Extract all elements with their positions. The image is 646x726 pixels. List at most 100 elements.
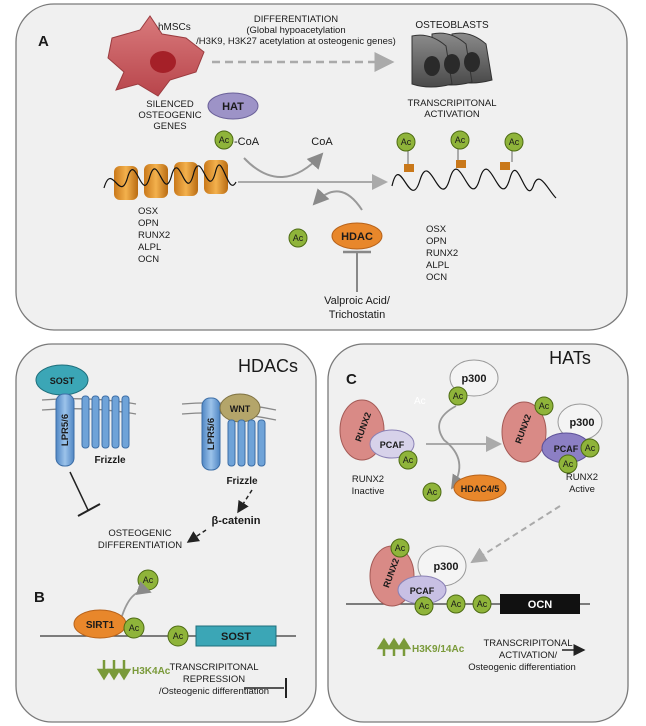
svg-text:Ac: Ac: [403, 455, 414, 465]
acetyl-group-icon: Ac: [446, 594, 466, 614]
inhibit-arrow-left: [69, 471, 89, 511]
activation-line-2: ACTIVATION/: [499, 650, 558, 661]
svg-text:Ac: Ac: [427, 487, 438, 497]
svg-text:Ac: Ac: [143, 575, 154, 585]
transcription-line-1: TRANSCRIPITONAL: [407, 98, 496, 109]
acetyl-group-icon: Ac: [504, 132, 524, 152]
acetyl-group-icon: Ac: [288, 228, 308, 248]
frizzled-receptor-right-icon: [227, 419, 266, 467]
sost-gene-label: SOST: [221, 631, 251, 643]
ocn-gene-box: [500, 594, 580, 614]
hdac-label: HDAC: [341, 231, 373, 243]
runx2-active-line-2: Active: [569, 484, 595, 495]
gene-left-alpl: ALPL: [138, 242, 161, 253]
runx2-active-icon: [501, 401, 547, 463]
panel-b-title: HDACs: [238, 356, 298, 376]
svg-text:Ac: Ac: [509, 137, 520, 147]
osteogenic-line-2: DIFFERENTIATION: [98, 540, 182, 551]
svg-text:Ac: Ac: [451, 599, 462, 609]
acetyl-transfer-arrow: [438, 405, 465, 490]
frizzle-right-label: Frizzle: [226, 476, 258, 487]
lrp-right-label: LPR5/6: [206, 418, 217, 450]
p300-bound-label: p300: [433, 561, 458, 573]
gene-right-ocn: OCN: [426, 272, 447, 283]
svg-text:Ac: Ac: [455, 135, 466, 145]
svg-text:Ac: Ac: [173, 631, 184, 641]
sirt1-label: SIRT1: [86, 620, 115, 631]
acetyl-group-icon: Ac: [123, 617, 145, 639]
pcaf-active-label: PCAF: [554, 444, 579, 454]
decrease-arrows-icon: [96, 660, 132, 681]
activation-line-3: Osteogenic differentiation: [468, 662, 576, 673]
acetyl-group-icon: Ac: [472, 594, 492, 614]
osteogenic-line-1: OSTEOGENIC: [108, 528, 171, 539]
pcaf-inactive-label: PCAF: [380, 440, 405, 450]
gene-left-opn: OPN: [138, 218, 159, 229]
svg-text:Ac: Ac: [539, 401, 550, 411]
p300-protein-icon: [449, 359, 499, 397]
recruitment-arrow: [470, 505, 561, 564]
svg-text:Ac: Ac: [219, 135, 230, 145]
acetylation-arrow: [243, 152, 324, 179]
svg-text:Ac: Ac: [585, 443, 596, 453]
wnt-signal-arrow: [237, 489, 253, 514]
gene-right-alpl: ALPL: [426, 260, 449, 271]
frizzle-left-label: Frizzle: [94, 455, 126, 466]
deacetylation-arrow: [312, 188, 363, 211]
condensed-chromatin-icon: [103, 160, 237, 200]
panel-b-label: B: [34, 589, 45, 606]
hat-enzyme-icon: [207, 92, 259, 120]
inhibitor-line-2: Trichostatin: [329, 309, 385, 321]
faded-ac-label: Ac: [414, 396, 426, 407]
gene-right-runx2: RUNX2: [426, 248, 458, 259]
differentiation-line-1: DIFFERENTIATION: [254, 14, 338, 25]
acetyl-group-icon: Ac: [398, 450, 418, 470]
hdac-enzyme-icon: [331, 222, 383, 250]
wnt-label: WNT: [230, 404, 251, 414]
gene-left-ocn: OCN: [138, 254, 159, 265]
hat-label: HAT: [222, 101, 244, 113]
hmsc-nucleus-icon: [150, 51, 176, 73]
acetyl-group-icon: Ac: [167, 625, 189, 647]
differentiation-line-3: /H3K9, H3K27 acetylation at osteogenic g…: [196, 36, 396, 47]
panel-a: A hMSCs DIFFERENTIATION (Global hypoacet…: [15, 3, 628, 331]
beta-catenin-arrow: [186, 529, 207, 543]
panel-b: HDACs B SOST LPR5/6 Frizzle LPR5/6 WNT F…: [15, 343, 317, 723]
inhibitor-line-1: Valproic Acid/: [324, 295, 391, 307]
repression-line-2: REPRESSION: [183, 674, 245, 685]
coa-label: CoA: [311, 136, 333, 148]
repression-line-3: /Osteogenic differentiation: [159, 686, 269, 697]
acetyl-group-icon: Ac: [448, 386, 468, 406]
runx2-active-line-1: RUNX2: [566, 472, 598, 483]
lrp-left-label: LPR5/6: [60, 414, 71, 446]
transcription-line-2: ACTIVATION: [424, 109, 480, 120]
pcaf-inactive-icon: [369, 429, 415, 459]
osteoblasts-label: OSTEOBLASTS: [415, 20, 489, 31]
acetyl-group-icon: Ac: [534, 396, 554, 416]
svg-text:Ac: Ac: [129, 623, 140, 633]
increase-arrows-icon: [376, 637, 412, 656]
sost-gene-box: [195, 625, 277, 647]
open-chromatin-icon: [391, 148, 557, 199]
gene-left-runx2: RUNX2: [138, 230, 170, 241]
svg-text:Ac: Ac: [477, 599, 488, 609]
p300-active-label: p300: [569, 417, 594, 429]
acetyl-group-icon: Ac: [214, 130, 234, 150]
pcaf-bound-label: PCAF: [410, 586, 435, 596]
acetyl-group-icon: Ac: [137, 569, 159, 591]
differentiation-line-2: (Global hypoacetylation: [246, 25, 345, 36]
svg-text:Ac: Ac: [453, 391, 464, 401]
h3k914ac-label: H3K9/14Ac: [412, 644, 465, 655]
panel-a-label: A: [38, 33, 49, 50]
svg-text:Ac: Ac: [293, 233, 304, 243]
gene-left-osx: OSX: [138, 206, 159, 217]
acetyl-group-icon: Ac: [390, 538, 410, 558]
acetyl-group-icon: Ac: [414, 596, 434, 616]
osteoblast-cells-icon: [411, 32, 493, 88]
lrp-receptor-left-icon: [55, 393, 75, 467]
acetyl-group-icon: Ac: [396, 132, 416, 152]
svg-text:Ac: Ac: [395, 543, 406, 553]
panel-a-frame: [15, 3, 628, 331]
